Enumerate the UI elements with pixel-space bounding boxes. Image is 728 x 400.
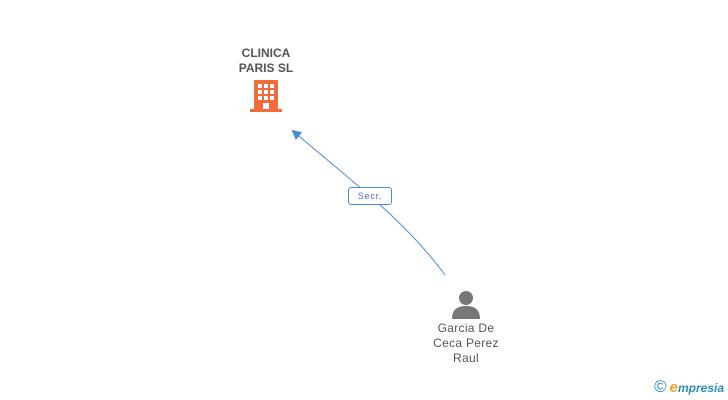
brand-initial: e xyxy=(669,378,678,396)
person-node[interactable]: Garcia De Ceca Perez Raul xyxy=(416,289,516,366)
copyright-icon: © xyxy=(654,377,667,396)
brand-name: mpresia xyxy=(677,380,724,395)
edge-label[interactable]: Secr. xyxy=(348,187,392,205)
company-node[interactable]: CLINICA PARIS SL xyxy=(216,46,316,114)
company-name: CLINICA PARIS SL xyxy=(238,46,294,75)
person-icon xyxy=(452,291,480,319)
building-icon xyxy=(250,80,282,112)
empresia-logo[interactable]: © empresia xyxy=(654,377,724,397)
person-name: Garcia De Ceca Perez Raul xyxy=(433,321,499,365)
